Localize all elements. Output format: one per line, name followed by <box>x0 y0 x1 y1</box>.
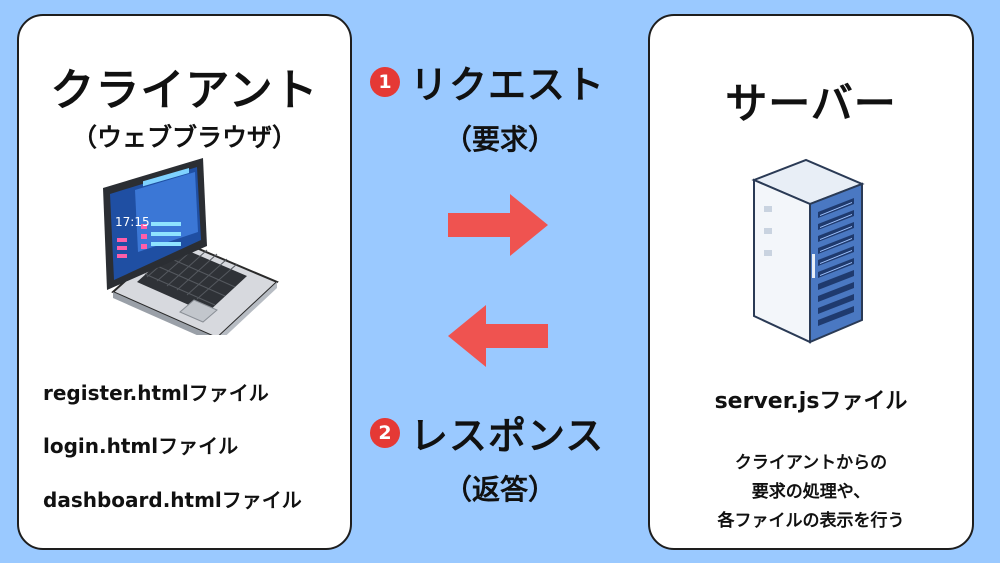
client-card: クライアント （ウェブブラウザ） register.htmlファイル login… <box>17 14 352 550</box>
server-rack-icon <box>751 158 865 344</box>
client-subtitle: （ウェブブラウザ） <box>71 123 297 152</box>
file-register: register.htmlファイル <box>43 381 269 405</box>
step-2-badge: 2 <box>370 417 400 448</box>
request-label: リクエスト <box>410 63 606 107</box>
step-response: 2 レスポンス <box>370 405 604 460</box>
step-1-badge: 1 <box>370 66 400 97</box>
server-title: サーバー <box>725 79 897 128</box>
request-sublabel: （要求） <box>443 123 556 156</box>
server-file: server.jsファイル <box>714 389 908 414</box>
response-label: レスポンス <box>410 414 605 458</box>
laptop-icon: 17:15 <box>103 158 279 335</box>
response-sublabel: （返答） <box>443 473 556 506</box>
file-login: login.htmlファイル <box>43 434 239 458</box>
step-request: 1 リクエスト <box>370 54 605 109</box>
file-dashboard: dashboard.htmlファイル <box>43 488 302 512</box>
server-description-line: 要求の処理や、 <box>751 482 871 502</box>
arrow-right-icon <box>448 194 548 256</box>
screen-clock: 17:15 <box>115 215 150 229</box>
server-description-line: クライアントからの <box>734 453 888 473</box>
arrow-left-icon <box>448 305 548 367</box>
server-description-line: 各ファイルの表示を行う <box>717 511 905 531</box>
client-title: クライアント <box>50 65 319 116</box>
